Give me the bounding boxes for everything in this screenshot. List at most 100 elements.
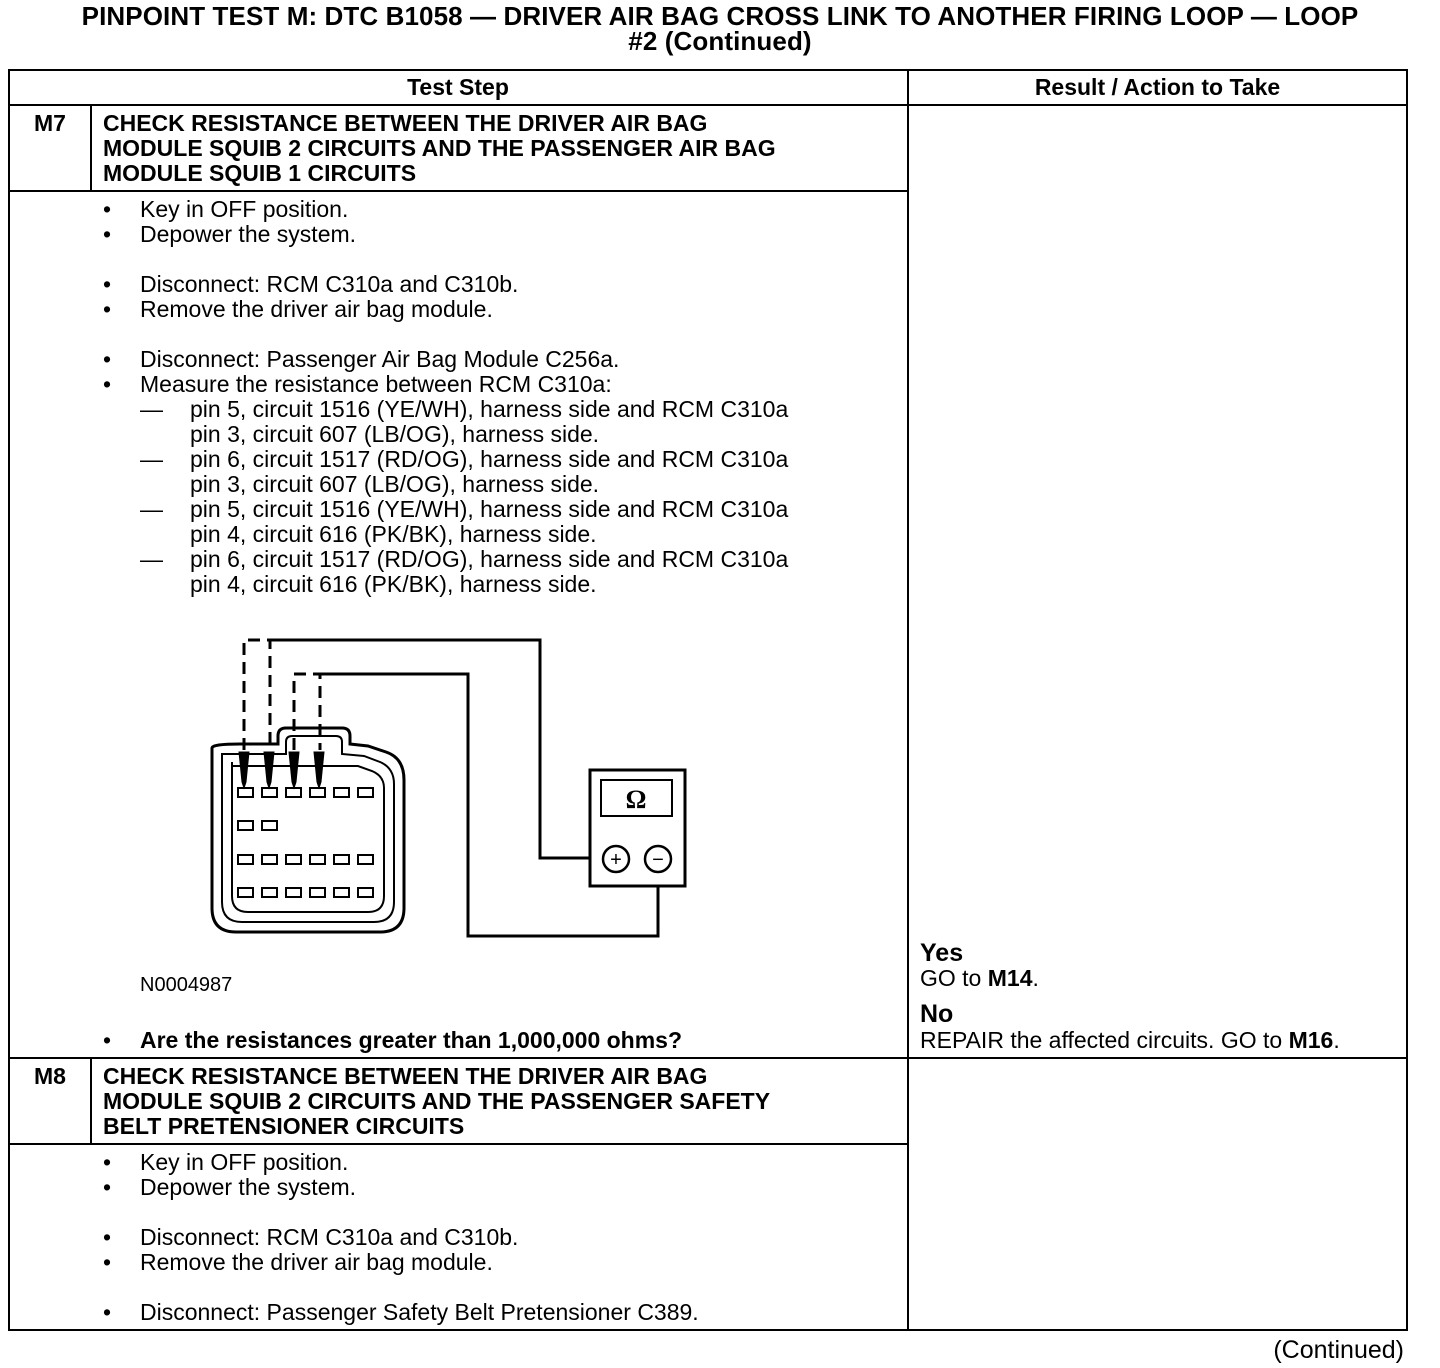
pin-cavity	[285, 854, 302, 865]
connector-inner-outline-2	[231, 762, 385, 913]
header-result: Result / Action to Take	[1034, 74, 1281, 100]
m7-bullet-2: Depower the system.	[140, 221, 357, 247]
probe-lead-1	[242, 638, 272, 750]
header-rule	[8, 104, 1408, 106]
m7-heading-line: CHECK RESISTANCE BETWEEN THE DRIVER AIR …	[103, 110, 708, 136]
m7-bullet-3: Disconnect: RCM C310a and C310b.	[140, 271, 519, 297]
result-yes-period: .	[1032, 965, 1039, 991]
m7-dash-1a: pin 5, circuit 1516 (YE/WH), harness sid…	[190, 396, 789, 422]
pin-cavity	[309, 787, 326, 798]
ohm-symbol: Ω	[626, 785, 647, 814]
connector-diagram: Ω + −	[210, 638, 687, 938]
pin-cavity	[285, 887, 302, 898]
m7-dash-3b: pin 4, circuit 616 (PK/BK), harness side…	[190, 521, 597, 547]
result-no-action: REPAIR the affected circuits. GO to M16.	[920, 1028, 1340, 1053]
pin-cavity	[237, 820, 254, 831]
m8-bullet-3: Disconnect: RCM C310a and C310b.	[140, 1224, 519, 1250]
pin-cavity	[237, 887, 254, 898]
m7-heading: CHECK RESISTANCE BETWEEN THE DRIVER AIR …	[103, 111, 903, 186]
probe-lead-2	[292, 672, 322, 750]
continued-note: (Continued)	[1273, 1336, 1404, 1364]
m7-dash-4b: pin 4, circuit 616 (PK/BK), harness side…	[190, 571, 597, 597]
m8-heading-rule	[8, 1143, 908, 1145]
probe-tip	[288, 751, 300, 790]
pin-cavity	[333, 887, 350, 898]
result-no-period: .	[1333, 1027, 1340, 1053]
m7-id-divider	[90, 104, 92, 192]
bullet-marker: •	[103, 371, 112, 397]
negative-lead	[320, 672, 660, 938]
connector-outline	[210, 726, 406, 934]
bullet-marker: •	[103, 1149, 112, 1175]
bullet-marker: •	[103, 1174, 112, 1200]
column-divider	[907, 69, 909, 1331]
m7-dash-1b: pin 3, circuit 607 (LB/OG), harness side…	[190, 421, 600, 447]
pin-cavity	[261, 820, 278, 831]
pin-cavity	[285, 787, 302, 798]
probe-tip	[263, 751, 275, 790]
m7-dash-2a: pin 6, circuit 1517 (RD/OG), harness sid…	[190, 446, 789, 472]
m7-heading-line: MODULE SQUIB 1 CIRCUITS	[103, 160, 417, 186]
pin-cavity	[333, 787, 350, 798]
pin-cavity	[237, 854, 254, 865]
pin-cavity	[309, 854, 326, 865]
bullet-marker: •	[103, 271, 112, 297]
probe-tip	[313, 751, 325, 790]
row-separator	[8, 1057, 1408, 1059]
m8-bullet-2: Depower the system.	[140, 1174, 357, 1200]
m8-heading: CHECK RESISTANCE BETWEEN THE DRIVER AIR …	[103, 1064, 903, 1139]
positive-lead	[270, 638, 600, 860]
m8-bullet-5: Disconnect: Passenger Safety Belt Preten…	[140, 1299, 699, 1325]
m7-question: Are the resistances greater than 1,000,0…	[140, 1027, 683, 1053]
result-no-label: No	[920, 1000, 954, 1028]
result-yes-label: Yes	[920, 939, 964, 967]
minus-sign: −	[652, 849, 664, 871]
page-title-line-1: PINPOINT TEST M: DTC B1058 — DRIVER AIR …	[81, 1, 1359, 31]
m7-bullet-6: Measure the resistance between RCM C310a…	[140, 371, 612, 397]
pinpoint-table	[8, 69, 1408, 1331]
m7-bullet-1: Key in OFF position.	[140, 196, 349, 222]
bullet-marker: •	[103, 346, 112, 372]
result-yes-ref[interactable]: M14	[987, 965, 1033, 991]
bullet-marker: •	[103, 1224, 112, 1250]
connector-inner-outline	[221, 735, 395, 923]
pin-cavity	[261, 887, 278, 898]
positive-terminal	[601, 844, 631, 874]
m7-heading-line: MODULE SQUIB 2 CIRCUITS AND THE PASSENGE…	[103, 135, 776, 161]
pin-cavity	[333, 854, 350, 865]
pin-cavity	[357, 887, 374, 898]
m7-bullet-4: Remove the driver air bag module.	[140, 296, 493, 322]
page-title: PINPOINT TEST M: DTC B1058 — DRIVER AIR …	[0, 1, 1440, 56]
bullet-marker: •	[103, 196, 112, 222]
m7-dash-2b: pin 3, circuit 607 (LB/OG), harness side…	[190, 471, 600, 497]
bullet-marker: •	[103, 1249, 112, 1275]
bullet-marker: •	[103, 1027, 112, 1053]
m7-bullet-5: Disconnect: Passenger Air Bag Module C25…	[140, 346, 620, 372]
m7-dash-3a: pin 5, circuit 1516 (YE/WH), harness sid…	[190, 496, 789, 522]
result-no-ref[interactable]: M16	[1288, 1027, 1334, 1053]
negative-terminal	[643, 844, 673, 874]
m8-heading-line: BELT PRETENSIONER CIRCUITS	[103, 1113, 465, 1139]
pin-cavity	[261, 854, 278, 865]
pin-cavity	[357, 787, 374, 798]
result-yes-text: GO to	[920, 965, 988, 991]
dash-marker: —	[140, 446, 163, 472]
pin-cavity	[357, 854, 374, 865]
bullet-marker: •	[103, 296, 112, 322]
m8-bullet-1: Key in OFF position.	[140, 1149, 349, 1175]
dash-marker: —	[140, 396, 163, 422]
page-title-line-2: #2 (Continued)	[628, 26, 812, 56]
m8-heading-line: CHECK RESISTANCE BETWEEN THE DRIVER AIR …	[103, 1063, 708, 1089]
m8-id-divider	[90, 1057, 92, 1145]
plus-sign: +	[610, 849, 622, 871]
m7-heading-rule	[8, 190, 908, 192]
ohmmeter-display	[600, 779, 673, 817]
result-no-text: REPAIR the affected circuits. GO to	[920, 1027, 1289, 1053]
dash-marker: —	[140, 546, 163, 572]
dash-marker: —	[140, 496, 163, 522]
pin-cavity	[309, 887, 326, 898]
pin-cavity	[237, 787, 254, 798]
m7-dash-4a: pin 6, circuit 1517 (RD/OG), harness sid…	[190, 546, 789, 572]
bullet-marker: •	[103, 221, 112, 247]
m7-step-id: M7	[34, 110, 66, 136]
